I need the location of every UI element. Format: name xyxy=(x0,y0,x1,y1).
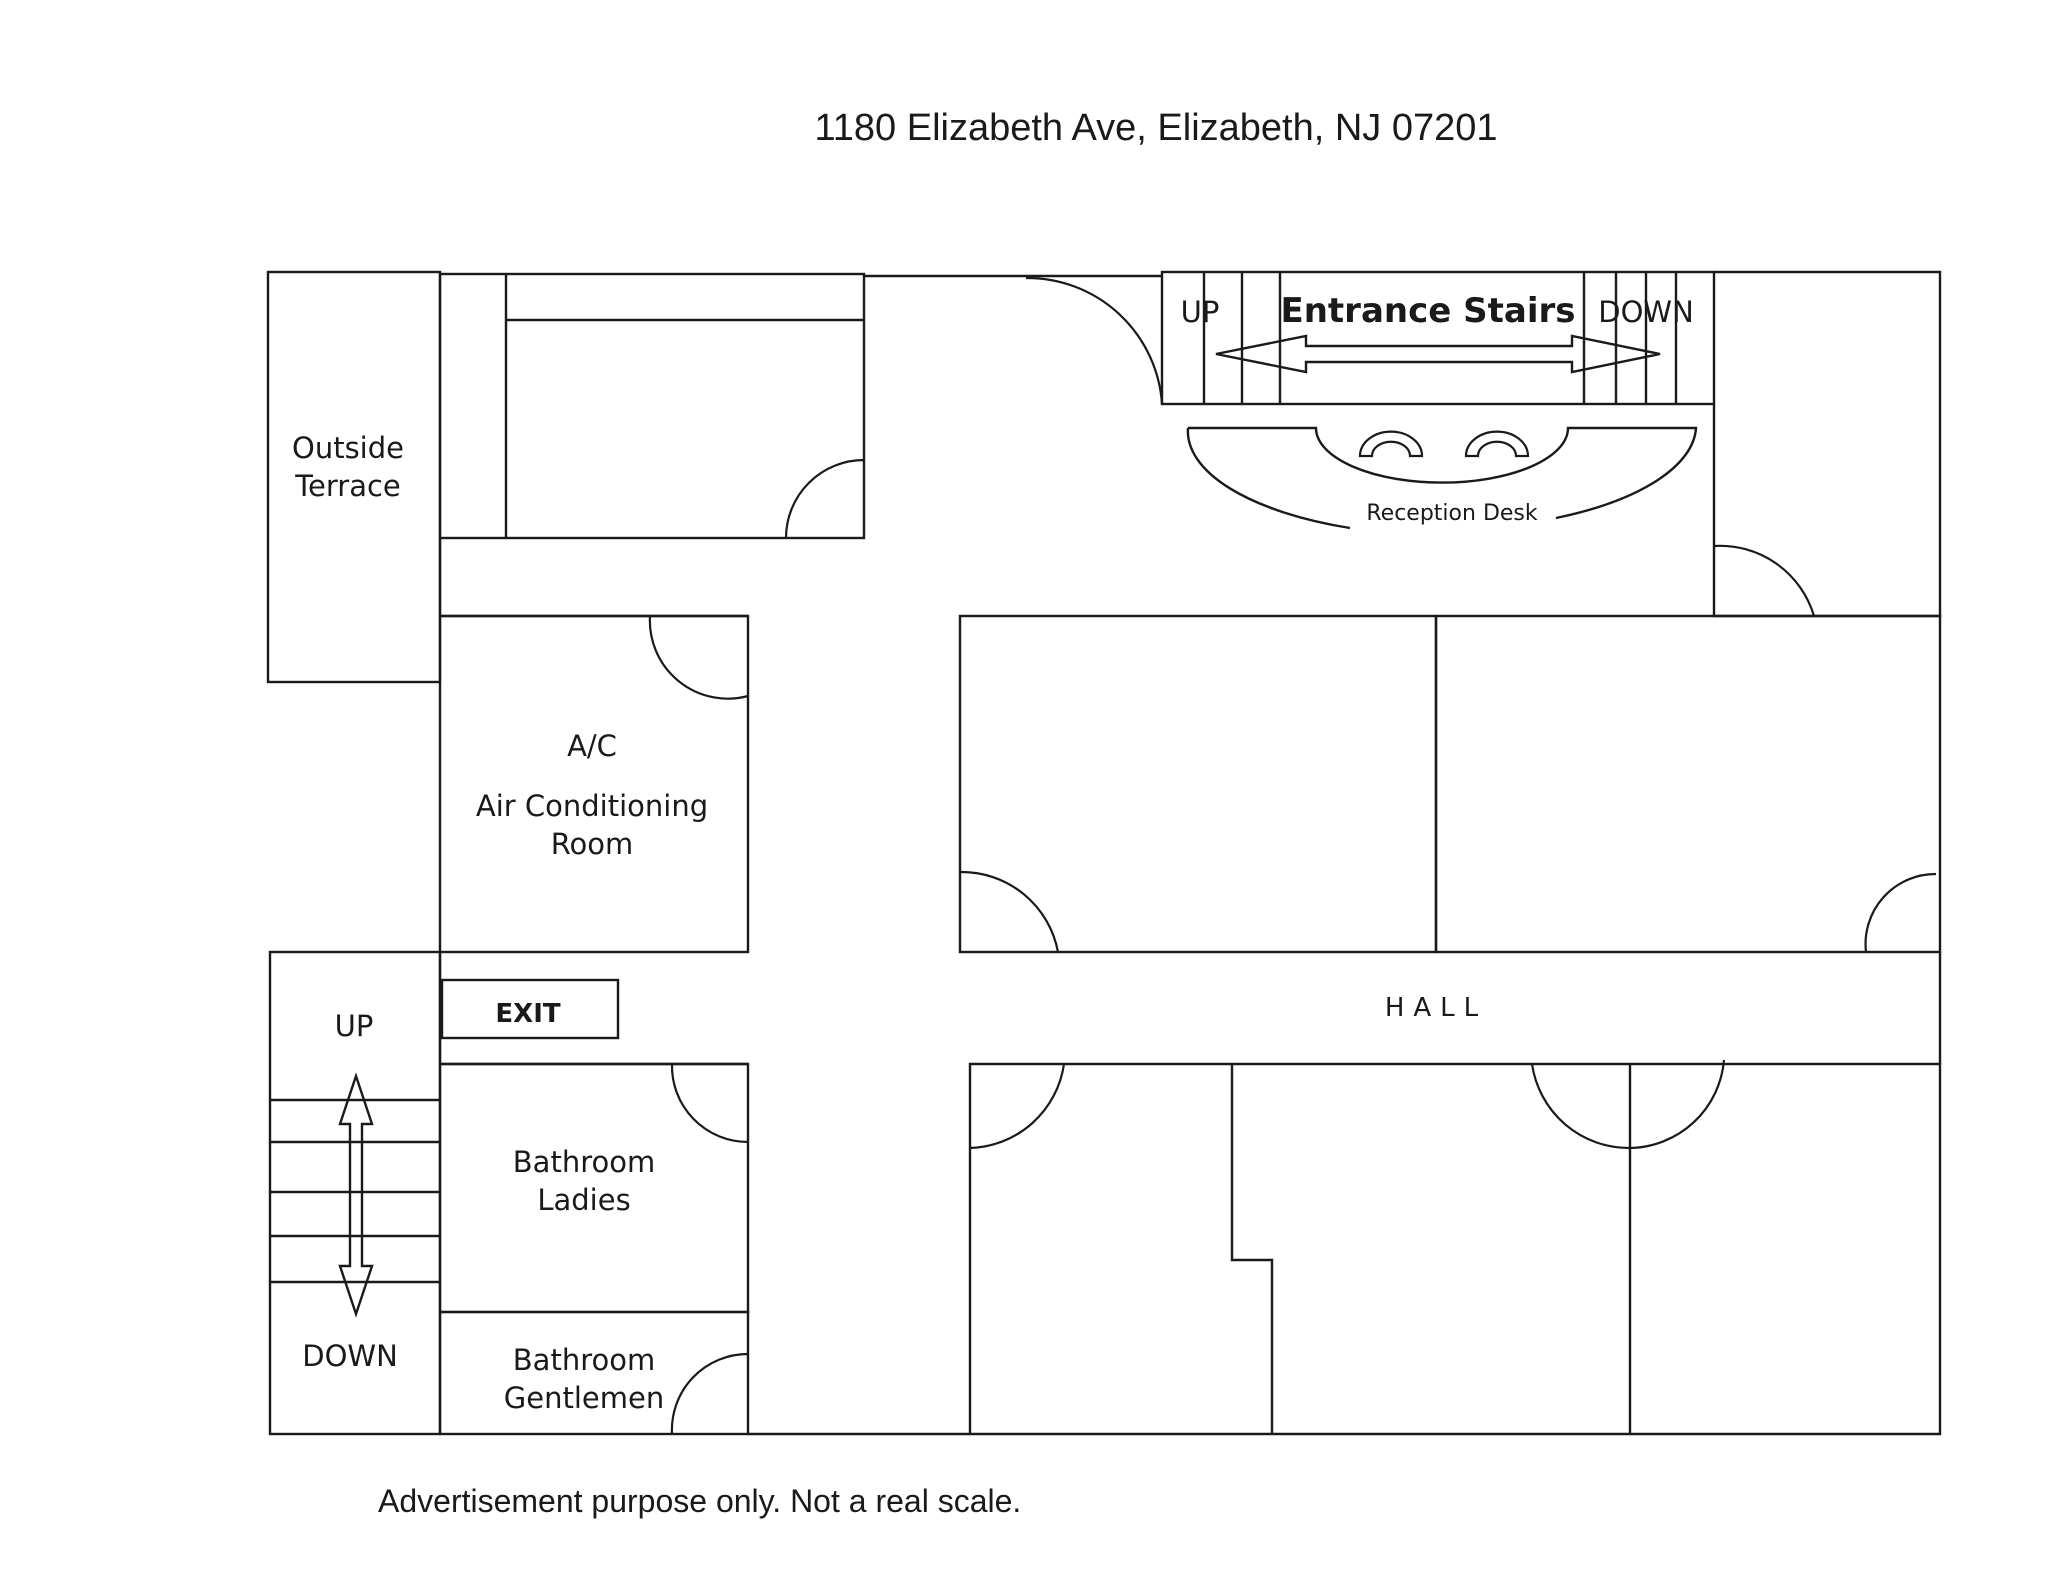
right-room-area xyxy=(1434,614,1942,954)
bathroom-gentlemen-label-2: Gentlemen xyxy=(504,1381,664,1415)
ac-room-label-3: Room xyxy=(551,827,634,861)
hall-label: HALL xyxy=(1385,993,1487,1023)
bathroom-gentlemen-area xyxy=(438,1310,750,1436)
double-arrow-horizontal-icon xyxy=(1215,334,1661,374)
ac-room-label-2: Air Conditioning xyxy=(476,789,708,823)
plan-title: 1180 Elizabeth Ave, Elizabeth, NJ 07201 xyxy=(814,107,1497,149)
side-stairs: UP DOWN xyxy=(302,1009,398,1373)
double-arrow-vertical-icon xyxy=(338,1072,374,1318)
ac-room-area xyxy=(438,614,750,954)
entrance-stairs-up-label: UP xyxy=(1181,295,1220,329)
exit-sign-box xyxy=(440,978,620,1040)
entrance-stairs-area xyxy=(1160,270,1716,406)
entrance-stairs-down-label: DOWN xyxy=(1598,295,1694,329)
doors xyxy=(648,276,1937,1435)
entrance-stairs-label: Entrance Stairs xyxy=(1281,291,1576,331)
entrance-stairs: UP Entrance Stairs DOWN xyxy=(1181,291,1694,374)
bathroom-ladies-label-2: Ladies xyxy=(537,1183,630,1217)
reception-desk-label: Reception Desk xyxy=(1366,501,1538,526)
outside-terrace-label-1: Outside xyxy=(292,431,404,465)
ac-room-label-1: A/C xyxy=(567,729,617,763)
bathroom-gentlemen-label-1: Bathroom xyxy=(513,1343,655,1377)
outside-terrace-label-2: Terrace xyxy=(294,469,401,503)
bathroom-ladies-label-1: Bathroom xyxy=(513,1145,655,1179)
room-labels: Outside Terrace A/C Air Conditioning Roo… xyxy=(292,431,1487,1415)
walls xyxy=(266,270,1942,1436)
side-stairs-down-label: DOWN xyxy=(302,1339,398,1373)
disclaimer-note: Advertisement purpose only. Not a real s… xyxy=(378,1483,1021,1519)
top-left-room xyxy=(438,272,866,540)
reception-desk: Reception Desk xyxy=(1186,426,1698,530)
exit-label: EXIT xyxy=(495,999,560,1029)
side-stairs-up-label: UP xyxy=(335,1009,374,1043)
